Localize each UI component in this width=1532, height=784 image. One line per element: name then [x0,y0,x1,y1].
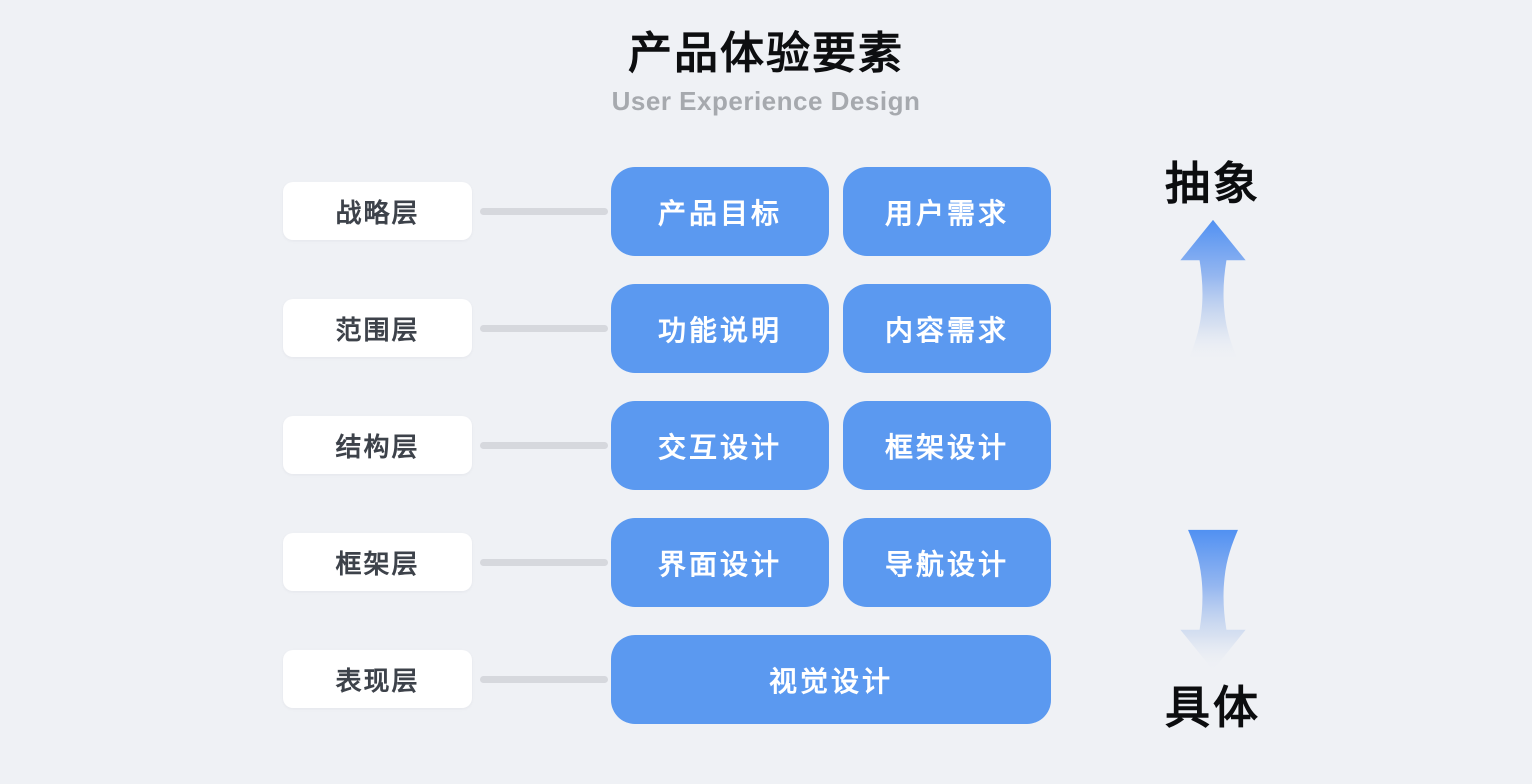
layer-label: 战略层 [335,197,420,228]
element-box-label: 交互设计 [657,431,782,463]
connector-line [480,208,608,215]
arrow-down-icon [1180,529,1246,671]
connector-line [480,676,608,683]
layer-row-scope: 范围层 功能说明 内容需求 [283,284,1051,373]
layer-label: 范围层 [335,314,420,345]
layer-label: 结构层 [335,431,420,462]
layer-label-card: 结构层 [283,416,472,474]
element-box: 视觉设计 [611,635,1051,724]
layer-row-structure: 结构层 交互设计 框架设计 [283,401,1051,490]
element-box: 功能说明 [611,284,829,373]
layer-label-card: 框架层 [283,533,472,591]
element-box: 用户需求 [843,167,1051,256]
layer-row-skeleton: 框架层 界面设计 导航设计 [283,518,1051,607]
concrete-label: 具体 [1164,682,1261,733]
layer-label-card: 表现层 [283,650,472,708]
layer-row-strategy: 战略层 产品目标 用户需求 [283,167,1051,256]
connector-line [480,325,608,332]
element-box: 框架设计 [843,401,1051,490]
page-title: 产品体验要素 [628,29,904,78]
element-box-label: 导航设计 [884,548,1009,580]
element-box-label: 框架设计 [884,431,1009,463]
diagram-header: 产品体验要素 User Experience Design [0,29,1532,117]
element-box: 导航设计 [843,518,1051,607]
element-box-label: 内容需求 [884,314,1009,346]
connector-line [480,559,608,566]
abstract-label: 抽象 [1164,158,1261,209]
element-box-label: 功能说明 [657,314,782,346]
element-box: 界面设计 [611,518,829,607]
element-box: 交互设计 [611,401,829,490]
element-box-label: 用户需求 [884,197,1009,229]
layer-label-card: 范围层 [283,299,472,357]
element-box-label: 视觉设计 [768,665,893,697]
element-box-label: 界面设计 [657,548,782,580]
arrow-up-icon [1180,219,1246,361]
layer-row-surface: 表现层 视觉设计 [283,635,1051,724]
element-box: 产品目标 [611,167,829,256]
element-box-label: 产品目标 [657,197,782,229]
layer-label-card: 战略层 [283,182,472,240]
page-subtitle: User Experience Design [611,86,921,117]
connector-line [480,442,608,449]
element-box: 内容需求 [843,284,1051,373]
layer-label: 表现层 [335,665,420,696]
layer-label: 框架层 [335,548,420,579]
